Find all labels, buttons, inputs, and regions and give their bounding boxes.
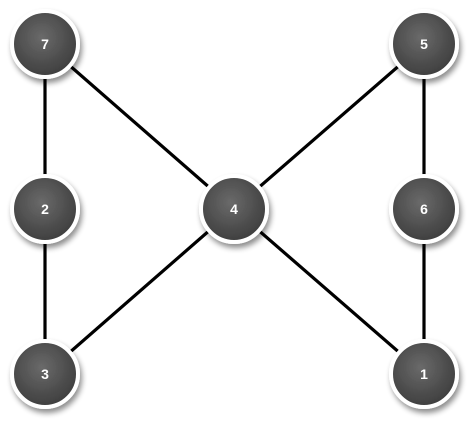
node-7: 7: [10, 9, 80, 79]
edge-4-1: [232, 207, 426, 376]
node-label-3: 3: [41, 366, 49, 382]
node-circle-6: [389, 174, 459, 244]
node-label-1: 1: [420, 366, 428, 382]
node-4: 4: [199, 174, 269, 244]
edge-3-4: [43, 207, 236, 376]
node-label-5: 5: [420, 36, 428, 52]
node-3: 3: [10, 339, 80, 409]
node-5: 5: [389, 9, 459, 79]
node-circle-5: [389, 9, 459, 79]
node-label-7: 7: [41, 36, 49, 52]
node-circle-4: [199, 174, 269, 244]
node-label-2: 2: [41, 201, 49, 217]
node-1: 1: [389, 339, 459, 409]
node-2: 2: [10, 174, 80, 244]
node-circle-3: [10, 339, 80, 409]
edge-5-4: [232, 42, 426, 211]
node-6: 6: [389, 174, 459, 244]
nodes-layer: 7 5 2 4 6 3 1: [10, 9, 459, 409]
node-label-6: 6: [420, 201, 428, 217]
node-label-4: 4: [230, 201, 238, 217]
node-circle-2: [10, 174, 80, 244]
node-circle-1: [389, 339, 459, 409]
edge-7-4: [43, 42, 236, 211]
node-circle-7: [10, 9, 80, 79]
